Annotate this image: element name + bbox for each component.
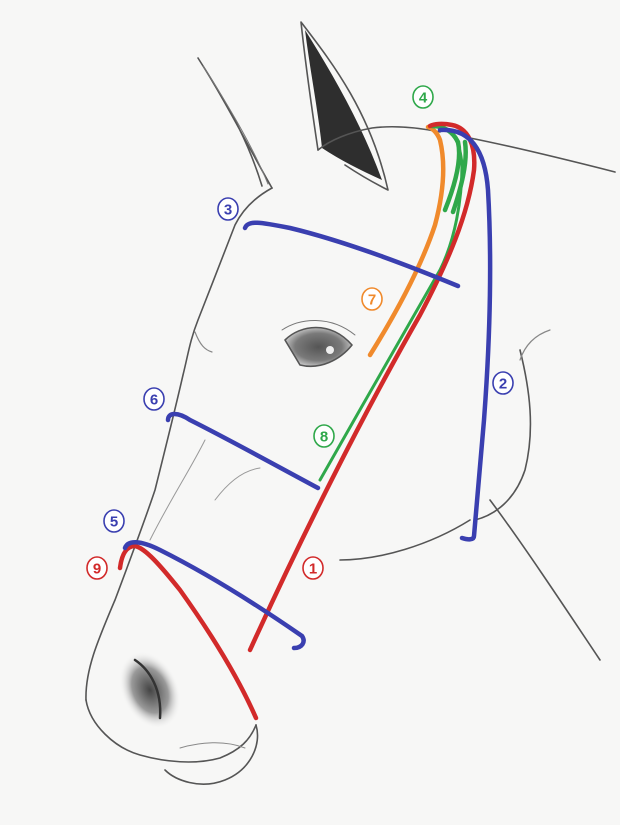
badge-label: 7 bbox=[368, 292, 376, 309]
badge-3: 3 bbox=[218, 198, 238, 220]
inner-ear-shading bbox=[305, 30, 382, 180]
chin-outline bbox=[165, 725, 258, 784]
measurement-lines bbox=[120, 124, 490, 718]
badge-9: 9 bbox=[87, 557, 107, 579]
horse-head-drawing bbox=[86, 22, 615, 784]
forehead-outline bbox=[86, 188, 272, 700]
badge-8: 8 bbox=[314, 425, 334, 447]
neck-underside-outline bbox=[490, 500, 600, 660]
badge-2: 2 bbox=[493, 372, 513, 394]
badge-1: 1 bbox=[303, 557, 323, 579]
badge-label: 9 bbox=[93, 561, 101, 578]
badge-label: 3 bbox=[224, 202, 232, 219]
badge-label: 5 bbox=[110, 514, 118, 531]
eye-lid bbox=[285, 328, 352, 367]
badge-label: 6 bbox=[150, 392, 158, 409]
badge-label: 4 bbox=[419, 90, 428, 107]
badge-label: 1 bbox=[309, 561, 317, 578]
badge-label: 8 bbox=[320, 429, 328, 446]
badge-4: 4 bbox=[413, 86, 433, 108]
line-6 bbox=[168, 414, 318, 488]
line-2 bbox=[440, 130, 490, 539]
badge-label: 2 bbox=[499, 376, 507, 393]
neck-top-outline bbox=[470, 138, 615, 172]
nostril bbox=[108, 642, 193, 738]
badge-7: 7 bbox=[362, 288, 382, 310]
badge-5: 5 bbox=[104, 510, 124, 532]
badge-6: 6 bbox=[144, 388, 164, 410]
throat-outline bbox=[340, 520, 470, 560]
